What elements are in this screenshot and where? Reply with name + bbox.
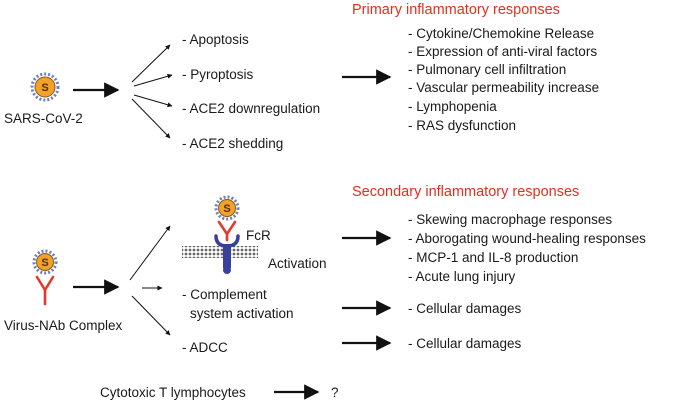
mechanism-pyroptosis: - Pyroptosis: [182, 67, 254, 82]
source-virus-nab-complex: Virus-NAb Complex: [4, 318, 123, 333]
mechanism-apoptosis: - Apoptosis: [182, 32, 249, 47]
fcr-receptor-icon: [214, 234, 240, 274]
fcr-activation-illustration: S: [182, 195, 258, 274]
virus-nab-complex-icon: S: [32, 249, 58, 306]
svg-text:S: S: [41, 257, 48, 269]
mechanism-ace2-downregulation: - ACE2 downregulation: [182, 101, 320, 116]
source-sars-cov-2: SARS-CoV-2: [4, 111, 83, 126]
secondary-heading: Secondary inflammatory responses: [352, 184, 579, 200]
arrow-to-ace2-shedding: [131, 98, 171, 139]
fcr-virus-icon: S: [214, 195, 240, 221]
sars-cov-2-virus-icon: S: [30, 72, 60, 102]
mechanism-complement-line-2: system activation: [190, 306, 294, 321]
fcr-label: FcR: [246, 228, 271, 243]
primary-response-2: - Expression of anti-viral factors: [408, 44, 597, 59]
complex-virus-icon: S: [32, 249, 58, 275]
secondary-response-4: - Acute lung injury: [408, 269, 516, 284]
arrow-to-apoptosis: [131, 44, 171, 83]
mechanism-complement-line-1: - Complement: [182, 287, 267, 302]
fcr-antibody-icon: [217, 220, 237, 242]
cell-membrane: [182, 246, 258, 258]
svg-text:S: S: [223, 203, 230, 215]
arrow-to-pyroptosis: [133, 73, 173, 87]
svg-text:S: S: [41, 82, 48, 94]
arrow-to-ace2-downregulation: [133, 94, 173, 108]
primary-response-1: - Cytokine/Chemokine Release: [408, 26, 594, 41]
primary-response-4: - Vascular permeability increase: [408, 80, 599, 95]
mechanism-adcc: - ADCC: [182, 340, 228, 355]
arrow-to-fcr: [129, 225, 171, 281]
secondary-response-2: - Aborogating wound-healing responses: [408, 231, 646, 246]
activation-label: Activation: [268, 256, 327, 271]
mechanism-ace2-shedding: - ACE2 shedding: [182, 136, 283, 151]
complement-result: - Cellular damages: [408, 301, 522, 316]
adcc-result: - Cellular damages: [408, 336, 522, 351]
secondary-response-3: - MCP-1 and IL-8 production: [408, 250, 578, 265]
primary-heading: Primary inflammatory responses: [352, 2, 560, 18]
ctl-result: ?: [331, 385, 339, 400]
primary-response-6: - RAS dysfunction: [408, 118, 516, 133]
primary-response-5: - Lymphopenia: [408, 99, 497, 114]
secondary-response-1: - Skewing macrophage responses: [408, 212, 612, 227]
ctl-label: Cytotoxic T lymphocytes: [100, 385, 246, 400]
primary-response-3: - Pulmonary cell infiltration: [408, 62, 566, 77]
arrow-to-adcc: [131, 295, 171, 336]
antibody-icon: [35, 275, 55, 306]
